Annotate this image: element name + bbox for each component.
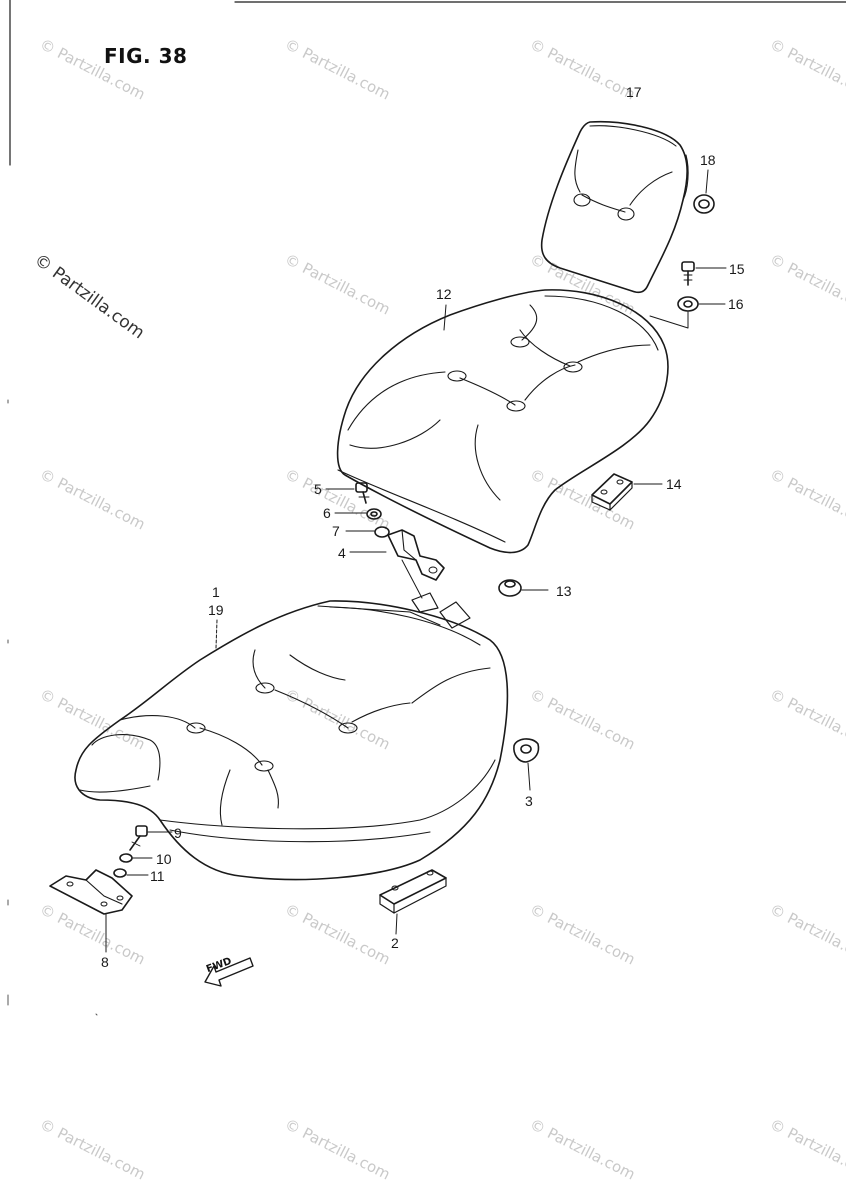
callout-6: 6 bbox=[323, 505, 331, 521]
bolt-part-15 bbox=[681, 261, 727, 286]
bracket-part-14 bbox=[591, 473, 663, 511]
callout-11: 11 bbox=[150, 868, 165, 884]
washer-part-6 bbox=[334, 508, 382, 520]
figure-title: FIG. 38 bbox=[104, 44, 188, 68]
plate-part-8 bbox=[49, 869, 133, 953]
grommet-part-3 bbox=[513, 738, 540, 791]
stopper-part-2 bbox=[379, 869, 447, 935]
callout-2: 2 bbox=[391, 935, 399, 951]
hinge-bracket-part-4 bbox=[349, 529, 445, 599]
callout-1: 1 bbox=[212, 584, 220, 600]
washer-part-10 bbox=[119, 853, 153, 863]
callout-16: 16 bbox=[728, 296, 744, 312]
callout-5: 5 bbox=[314, 481, 322, 497]
callout-10: 10 bbox=[156, 851, 172, 867]
bolt-part-5 bbox=[325, 482, 370, 504]
callout-19: 19 bbox=[208, 602, 224, 618]
callout-13: 13 bbox=[556, 583, 572, 599]
washer-part-16 bbox=[649, 296, 726, 329]
washer-part-11 bbox=[113, 868, 149, 878]
callout-3: 3 bbox=[525, 793, 533, 809]
callout-14: 14 bbox=[666, 476, 682, 492]
backrest-part-17 bbox=[540, 120, 689, 294]
callout-4: 4 bbox=[338, 545, 346, 561]
grommet-part-18 bbox=[693, 169, 715, 214]
spacer-part-7 bbox=[345, 526, 390, 538]
callout-18: 18 bbox=[700, 152, 716, 168]
front-seat-part-1 bbox=[74, 592, 509, 881]
callout-12: 12 bbox=[436, 286, 452, 302]
callout-7: 7 bbox=[332, 523, 340, 539]
nut-part-13 bbox=[498, 579, 549, 597]
callout-8: 8 bbox=[101, 954, 109, 970]
scan-specks bbox=[7, 399, 98, 1016]
rear-seat-part-12 bbox=[336, 289, 669, 554]
bolt-part-9 bbox=[129, 825, 173, 851]
forward-arrow-icon bbox=[204, 957, 254, 987]
callout-17: 17 bbox=[626, 84, 642, 100]
callout-9: 9 bbox=[174, 825, 182, 841]
callout-15: 15 bbox=[729, 261, 745, 277]
